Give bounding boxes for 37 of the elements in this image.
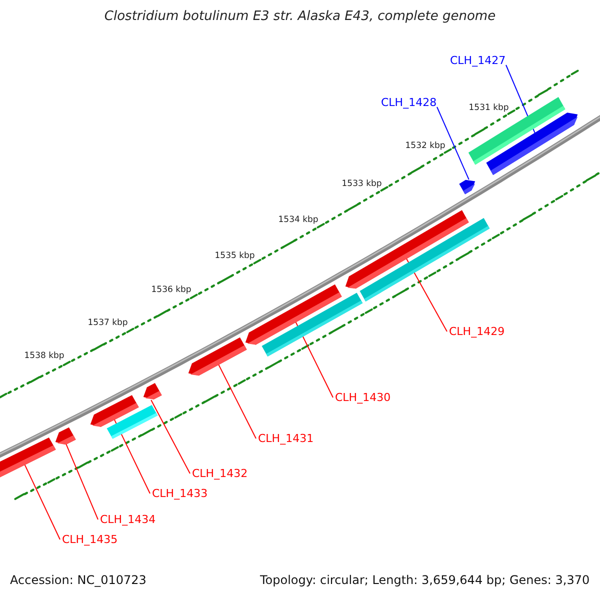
gene-feature xyxy=(486,112,578,175)
scale-label: 1537 kbp xyxy=(88,318,128,329)
gene-label: CLH_1431 xyxy=(258,432,314,446)
gene-feature xyxy=(143,383,162,400)
gene-feature xyxy=(459,180,476,194)
leader-line xyxy=(294,320,334,398)
leader-line xyxy=(24,464,60,540)
gene-label: CLH_1430 xyxy=(335,391,391,404)
gene-label: CLH_1432 xyxy=(192,467,248,480)
leader-line xyxy=(150,400,190,474)
gene-feature xyxy=(55,427,76,445)
leader-line xyxy=(436,106,470,180)
leader-line xyxy=(66,443,98,520)
gene-feature xyxy=(90,395,139,427)
gene-feature xyxy=(188,337,247,376)
gene-feature xyxy=(345,210,469,289)
gene-feature xyxy=(245,284,342,345)
scale-label: 1538 kbp xyxy=(24,350,64,362)
leader-line xyxy=(218,363,256,439)
title: Clostridium botulinum E3 str. Alaska E43, complete genome xyxy=(103,9,497,25)
scale-label: 1536 kbp xyxy=(151,284,192,296)
leader-line xyxy=(114,418,150,494)
accession-text: Accession: NC_010723 xyxy=(10,573,146,588)
gene-feature xyxy=(0,437,56,479)
scale-label: 1531 kbp xyxy=(468,103,509,114)
scale-label: 1534 kbp xyxy=(278,215,318,226)
genome-info-text: Topology: circular; Length: 3,659,644 bp; Genes: 3,370 xyxy=(260,573,590,588)
gene-label: CLH_1429 xyxy=(449,325,505,338)
scale-label: 1535 kbp xyxy=(214,250,255,261)
gene-label: CLH_1435 xyxy=(62,533,118,546)
leader-line xyxy=(406,258,448,332)
gene-label: CLH_1427 xyxy=(450,54,506,68)
gene-label: CLH_1434 xyxy=(100,513,156,526)
scale-label: 1533 kbp xyxy=(342,178,382,189)
gene-label: CLH_1428 xyxy=(381,96,437,110)
scale-label: 1532 kbp xyxy=(405,141,446,152)
gene-label: CLH_1433 xyxy=(152,487,208,500)
